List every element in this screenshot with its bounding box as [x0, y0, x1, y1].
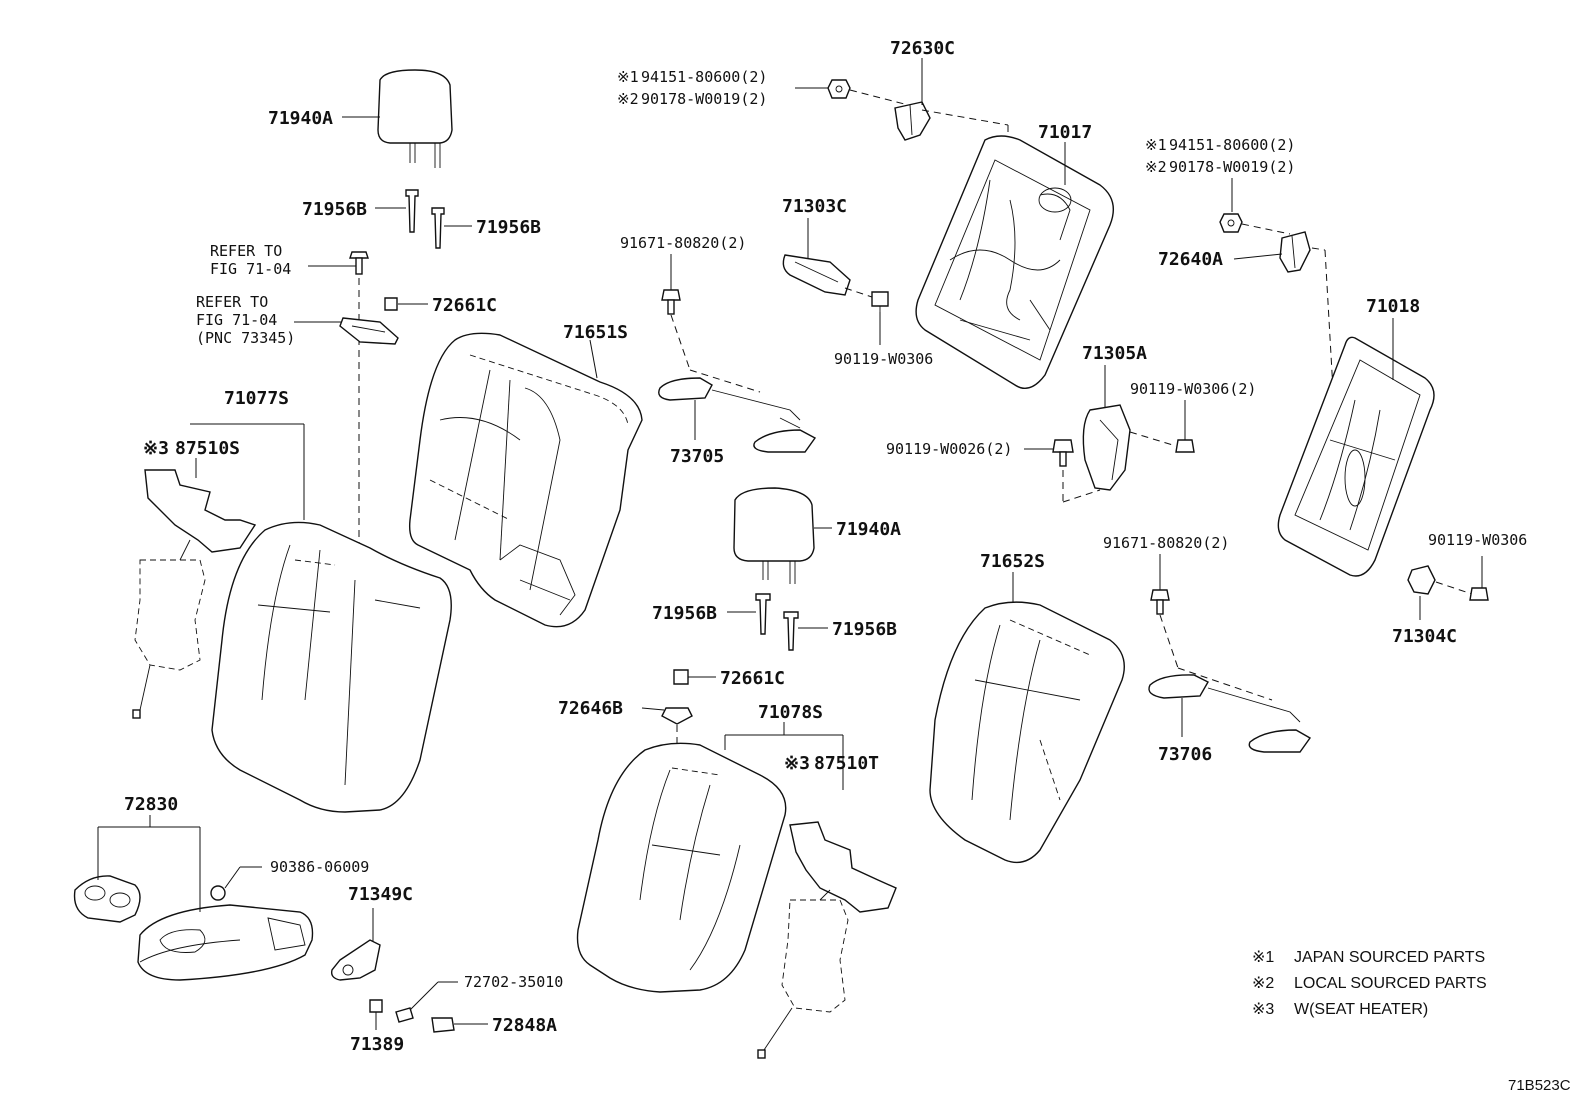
label-72661C-mid: 72661C — [720, 668, 785, 689]
mark-87510S: ※3 — [143, 438, 169, 459]
label-71940A-mid: 71940A — [836, 519, 901, 540]
mark-nut1-line1: ※1 — [617, 68, 639, 86]
label-71305A: 71305A — [1082, 343, 1147, 364]
refer-note-2-line1: REFER TO — [196, 293, 268, 311]
legend-text-3: W(SEAT HEATER) — [1294, 1001, 1428, 1018]
label-71389: 71389 — [350, 1034, 404, 1055]
bolt-91671-right[interactable] — [1150, 589, 1170, 615]
legend-mark-3: ※3 — [1252, 1001, 1274, 1018]
mark-nut2-line1: ※1 — [1145, 136, 1167, 154]
label-71304C: 71304C — [1392, 626, 1457, 647]
label-nut2-line2: 90178-W0019(2) — [1169, 158, 1295, 176]
label-90119-W0306-mid: 90119-W0306 — [834, 350, 933, 368]
hinge-72640A[interactable] — [1279, 231, 1311, 273]
bolt-90119-far-right[interactable] — [1469, 587, 1489, 601]
label-71078S: 71078S — [758, 702, 823, 723]
seat-track-73705[interactable] — [658, 377, 817, 453]
label-87510S: 87510S — [175, 438, 240, 459]
label-nut1-line2: 90178-W0019(2) — [641, 90, 767, 108]
headrest-top[interactable] — [377, 69, 453, 168]
clip-72646B[interactable] — [661, 707, 693, 725]
guide-pins-top[interactable] — [405, 189, 445, 249]
legend-text-1: JAPAN SOURCED PARTS — [1294, 949, 1485, 966]
refer-note-1-line1: REFER TO — [210, 242, 282, 260]
bracket-71304C[interactable] — [1407, 565, 1436, 595]
refer-note-1-line2: FIG 71-04 — [210, 260, 291, 278]
hinge-71349C[interactable] — [330, 939, 381, 981]
label-nut2-line1: 94151-80600(2) — [1169, 136, 1295, 154]
bolt-90119-right-pair[interactable] — [1175, 439, 1195, 453]
armrest-72830[interactable] — [137, 904, 314, 981]
label-72646B: 72646B — [558, 698, 623, 719]
nut-top-center[interactable] — [827, 79, 851, 99]
seat-cushion-71078S[interactable] — [576, 742, 787, 993]
legend: ※1 JAPAN SOURCED PARTS ※2 LOCAL SOURCED … — [1252, 949, 1487, 1018]
screw-72702[interactable] — [395, 1007, 414, 1023]
label-90119-W0026-2: 90119-W0026(2) — [886, 440, 1012, 458]
nut-right[interactable] — [1219, 213, 1243, 233]
label-71940A-top: 71940A — [268, 108, 333, 129]
bracket-71305A[interactable] — [1082, 404, 1131, 491]
label-73706: 73706 — [1158, 744, 1212, 765]
bushing-71389[interactable] — [369, 999, 383, 1013]
bolt-90119-mid[interactable] — [871, 291, 889, 312]
legend-mark-2: ※2 — [1252, 975, 1274, 992]
label-90119-W0306-2: 90119-W0306(2) — [1130, 380, 1256, 398]
guide-pins-middle[interactable] — [755, 593, 799, 651]
seat-back-71652S[interactable] — [929, 601, 1125, 864]
label-90386: 90386-06009 — [270, 858, 369, 876]
label-71956B-left-1: 71956B — [302, 199, 367, 220]
mark-nut1-line2: ※2 — [617, 90, 639, 108]
headrest-middle[interactable] — [733, 487, 815, 584]
hinge-72630C[interactable] — [894, 101, 931, 141]
seat-heater-87510S[interactable] — [132, 469, 257, 719]
refer-note-2-line2: FIG 71-04 — [196, 311, 277, 329]
cup-holder[interactable] — [73, 875, 141, 923]
label-71651S: 71651S — [563, 322, 628, 343]
label-87510T: 87510T — [814, 753, 879, 774]
seat-back-71651S[interactable] — [408, 332, 643, 628]
mark-87510T: ※3 — [784, 753, 810, 774]
refer-note-2-line3: (PNC 73345) — [196, 329, 295, 347]
cap-72661C-top[interactable] — [384, 297, 398, 311]
legend-text-2: LOCAL SOURCED PARTS — [1294, 975, 1487, 992]
cap-72848A[interactable] — [431, 1017, 455, 1033]
label-72830: 72830 — [124, 794, 178, 815]
clip-90386[interactable] — [210, 885, 226, 901]
label-91671-top: 91671-80820(2) — [620, 234, 746, 252]
label-73705: 73705 — [670, 446, 724, 467]
bolt-refer-1[interactable] — [349, 251, 369, 275]
label-71303C: 71303C — [782, 196, 847, 217]
label-72630C: 72630C — [890, 38, 955, 59]
label-71956B-mid-2: 71956B — [832, 619, 897, 640]
bolt-90119-W0026[interactable] — [1052, 439, 1074, 467]
diagram-code: 71B523C — [1508, 1077, 1571, 1094]
label-72702: 72702-35010 — [464, 973, 563, 991]
label-91671-right: 91671-80820(2) — [1103, 534, 1229, 552]
label-71077S: 71077S — [224, 388, 289, 409]
mark-nut2-line2: ※2 — [1145, 158, 1167, 176]
label-72661C-top: 72661C — [432, 295, 497, 316]
label-71956B-left-2: 71956B — [476, 217, 541, 238]
label-71018: 71018 — [1366, 296, 1420, 317]
label-71017: 71017 — [1038, 122, 1092, 143]
label-71349C: 71349C — [348, 884, 413, 905]
seat-heater-87510T[interactable] — [757, 821, 897, 1059]
seatback-frame-71018[interactable] — [1277, 336, 1435, 577]
label-71652S: 71652S — [980, 551, 1045, 572]
label-72848A: 72848A — [492, 1015, 557, 1036]
label-71956B-mid-1: 71956B — [652, 603, 717, 624]
cap-72661C-mid[interactable] — [673, 669, 689, 685]
legend-mark-1: ※1 — [1252, 949, 1274, 966]
seatback-frame-71017[interactable] — [915, 135, 1114, 389]
label-72640A: 72640A — [1158, 249, 1223, 270]
label-90119-W0306-right: 90119-W0306 — [1428, 531, 1527, 549]
seat-track-73706[interactable] — [1148, 674, 1312, 753]
bracket-71303C[interactable] — [782, 254, 851, 296]
seat-cushion-71077S[interactable] — [211, 521, 452, 813]
bolt-91671-top[interactable] — [661, 289, 681, 315]
label-nut1-line1: 94151-80600(2) — [641, 68, 767, 86]
bracket-73345[interactable] — [339, 317, 399, 345]
